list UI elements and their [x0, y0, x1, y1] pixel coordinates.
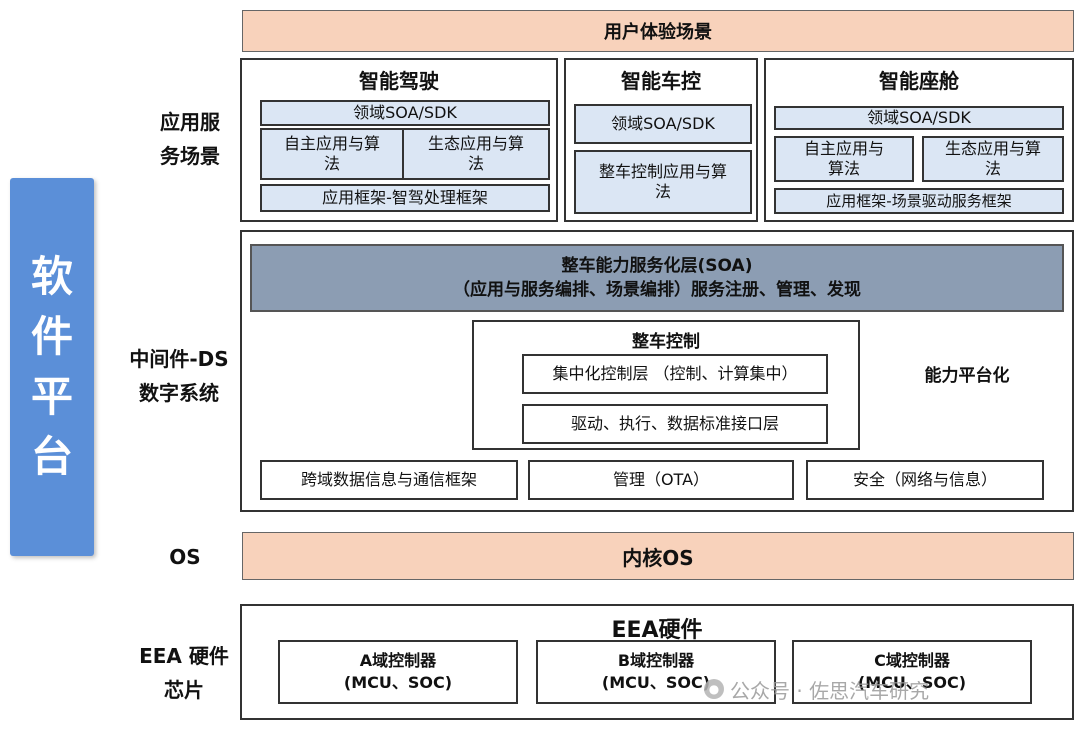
label-line: 应用服	[160, 110, 220, 134]
capability-platform-label: 能力平台化	[924, 365, 1010, 386]
label-app-services: 应用服 务场景	[140, 103, 240, 175]
wechat-bubble-icon: ●	[704, 679, 724, 699]
ota-management: 管理（OTA）	[528, 460, 794, 500]
cockpit-eco-algorithm: 生态应用与算 法	[922, 136, 1064, 182]
wechat-watermark: ● 公众号 · 佐思汽车研究	[704, 674, 1054, 704]
label-line: 数字系统	[139, 381, 219, 405]
adas-title: 智能驾驶	[359, 68, 439, 93]
banner-char-3: 平	[30, 372, 73, 421]
central-control-layer: 集中化控制层 （控制、计算集中）	[522, 354, 828, 394]
label-os: OS	[169, 545, 201, 569]
eea-hardware-panel: EEA硬件 A域控制器 (MCU、SOC) B域控制器 (MCU、SOC) C域…	[240, 604, 1074, 720]
label-line: EEA 硬件	[139, 644, 229, 668]
vehicle-control-block-title: 整车控制	[632, 331, 700, 352]
controller-spec: (MCU、SOC)	[601, 673, 711, 692]
user-experience-bar: 用户体验场景	[242, 10, 1074, 52]
label-middleware: 中间件-DS 数字系统	[118, 340, 240, 412]
controller-c: C域控制器 (MCU、SOC)	[792, 640, 1032, 704]
box-line: 法	[654, 182, 671, 201]
cockpit-soa-sdk: 领域SOA/SDK	[774, 106, 1064, 130]
software-platform-banner: 软 件 平 台	[10, 178, 94, 556]
vehicle-control-block: 整车控制 集中化控制层 （控制、计算集中） 驱动、执行、数据标准接口层	[472, 320, 860, 450]
kernel-os-bar: 内核OS	[242, 532, 1074, 580]
middleware-panel: 整车能力服务化层(SOA) （应用与服务编排、场景编排）服务注册、管理、发现 整…	[240, 230, 1074, 512]
soa-title: 整车能力服务化层(SOA)	[561, 256, 753, 276]
box-line: 自主应用与	[803, 139, 884, 158]
security-network-info: 安全（网络与信息）	[806, 460, 1044, 500]
vehicle-control-title: 智能车控	[621, 68, 701, 93]
box-line: 生态应用与算	[427, 134, 524, 153]
controller-b: B域控制器 (MCU、SOC)	[536, 640, 776, 704]
box-line: 整车控制应用与算	[598, 162, 727, 181]
controller-name: A域控制器	[359, 651, 437, 670]
box-line: 生态应用与算	[944, 139, 1041, 158]
controller-name: C域控制器	[874, 651, 950, 670]
banner-char-4: 台	[30, 432, 73, 481]
adas-framework: 应用框架-智驾处理框架	[260, 184, 550, 212]
adas-self-algorithm: 自主应用与算 法	[260, 128, 404, 180]
box-line: 法	[467, 154, 484, 173]
soa-subtitle: （应用与服务编排、场景编排）服务注册、管理、发现	[453, 280, 861, 300]
cockpit-title: 智能座舱	[879, 68, 959, 93]
controller-name: B域控制器	[617, 651, 695, 670]
banner-char-2: 件	[30, 312, 73, 361]
box-line: 自主应用与算	[283, 134, 380, 153]
controller-a: A域控制器 (MCU、SOC)	[278, 640, 518, 704]
box-line: 法	[984, 159, 1001, 178]
label-line: 中间件-DS	[129, 347, 229, 371]
box-line: 法	[323, 154, 340, 173]
controller-spec: (MCU、SOC)	[343, 673, 453, 692]
driver-interface-layer: 驱动、执行、数据标准接口层	[522, 404, 828, 444]
adas-panel: 智能驾驶 领域SOA/SDK 自主应用与算 法 生态应用与算 法 应用框架-智驾…	[240, 58, 558, 222]
cockpit-framework: 应用框架-场景驱动服务框架	[774, 188, 1064, 214]
vehicle-control-algorithm: 整车控制应用与算 法	[574, 150, 752, 214]
adas-soa-sdk: 领域SOA/SDK	[260, 100, 550, 126]
adas-eco-algorithm: 生态应用与算 法	[402, 128, 550, 180]
controller-spec: (MCU、SOC)	[857, 673, 967, 692]
eea-hardware-title: EEA硬件	[611, 618, 703, 643]
vehicle-soa-sdk: 领域SOA/SDK	[574, 104, 752, 144]
vehicle-control-panel: 智能车控 领域SOA/SDK 整车控制应用与算 法	[564, 58, 758, 222]
label-line: 芯片	[164, 678, 204, 702]
soa-layer-header: 整车能力服务化层(SOA) （应用与服务编排、场景编排）服务注册、管理、发现	[250, 244, 1064, 312]
box-line: 算法	[827, 159, 860, 178]
label-line: 务场景	[160, 144, 220, 168]
label-hardware: EEA 硬件 芯片	[120, 637, 248, 709]
banner-char-1: 软	[30, 252, 73, 301]
cockpit-panel: 智能座舱 领域SOA/SDK 自主应用与 算法 生态应用与算 法 应用框架-场景…	[764, 58, 1074, 222]
cockpit-self-algorithm: 自主应用与 算法	[774, 136, 914, 182]
watermark-text: 公众号 · 佐思汽车研究	[730, 678, 930, 703]
cross-domain-framework: 跨域数据信息与通信框架	[260, 460, 518, 500]
